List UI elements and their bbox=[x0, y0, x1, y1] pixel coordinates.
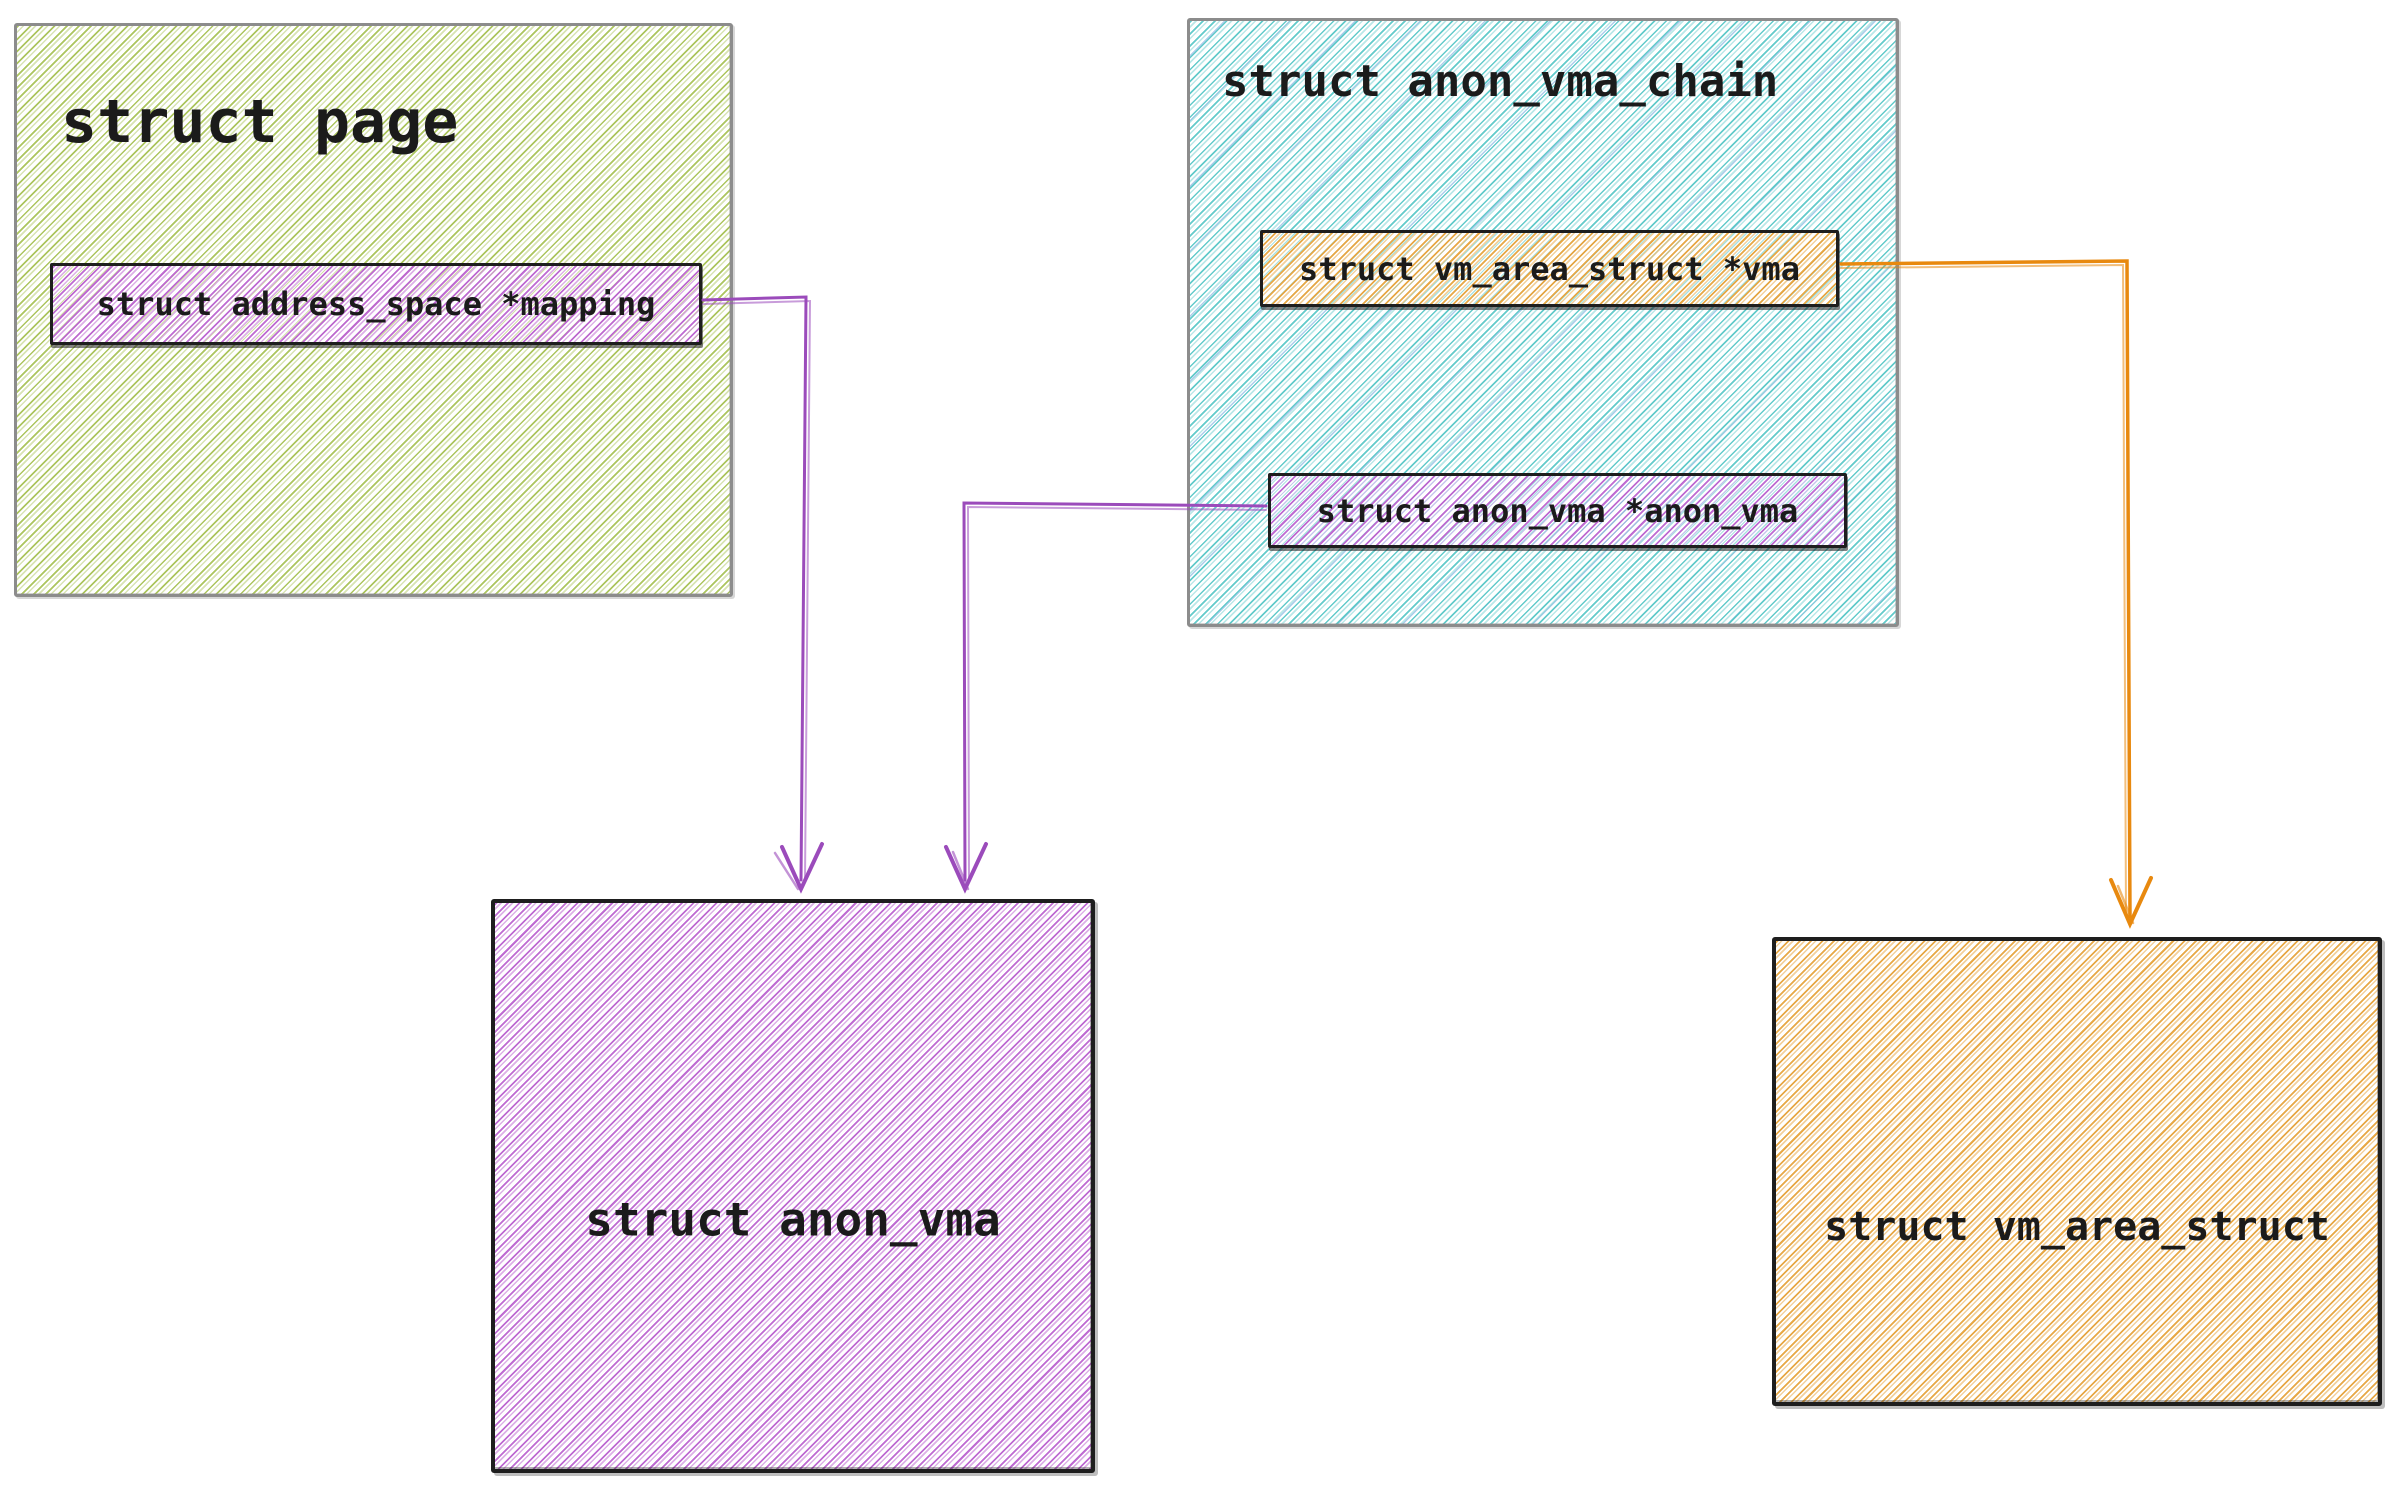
struct-vm-area-struct-box: struct vm_area_struct bbox=[1772, 937, 2382, 1406]
struct-vm-area-struct-title: struct vm_area_struct bbox=[1824, 1203, 2330, 1250]
field-anon-vma: struct anon_vma *anon_vma bbox=[1268, 473, 1847, 548]
struct-page-box: struct page struct address_space *mappin… bbox=[14, 23, 733, 597]
struct-anon-vma-chain-title: struct anon_vma_chain bbox=[1222, 56, 1779, 107]
field-anon-vma-label: struct anon_vma *anon_vma bbox=[1316, 491, 1799, 530]
field-vma-label: struct vm_area_struct *vma bbox=[1299, 249, 1800, 288]
struct-anon-vma-chain-box: struct anon_vma_chain struct vm_area_str… bbox=[1187, 18, 1899, 627]
struct-anon-vma-title: struct anon_vma bbox=[585, 1192, 1001, 1247]
field-mapping-label: struct address_space *mapping bbox=[96, 285, 656, 323]
field-vma: struct vm_area_struct *vma bbox=[1260, 230, 1839, 307]
field-mapping: struct address_space *mapping bbox=[50, 263, 702, 345]
struct-anon-vma-box: struct anon_vma bbox=[491, 899, 1095, 1473]
struct-page-title: struct page bbox=[61, 87, 459, 157]
